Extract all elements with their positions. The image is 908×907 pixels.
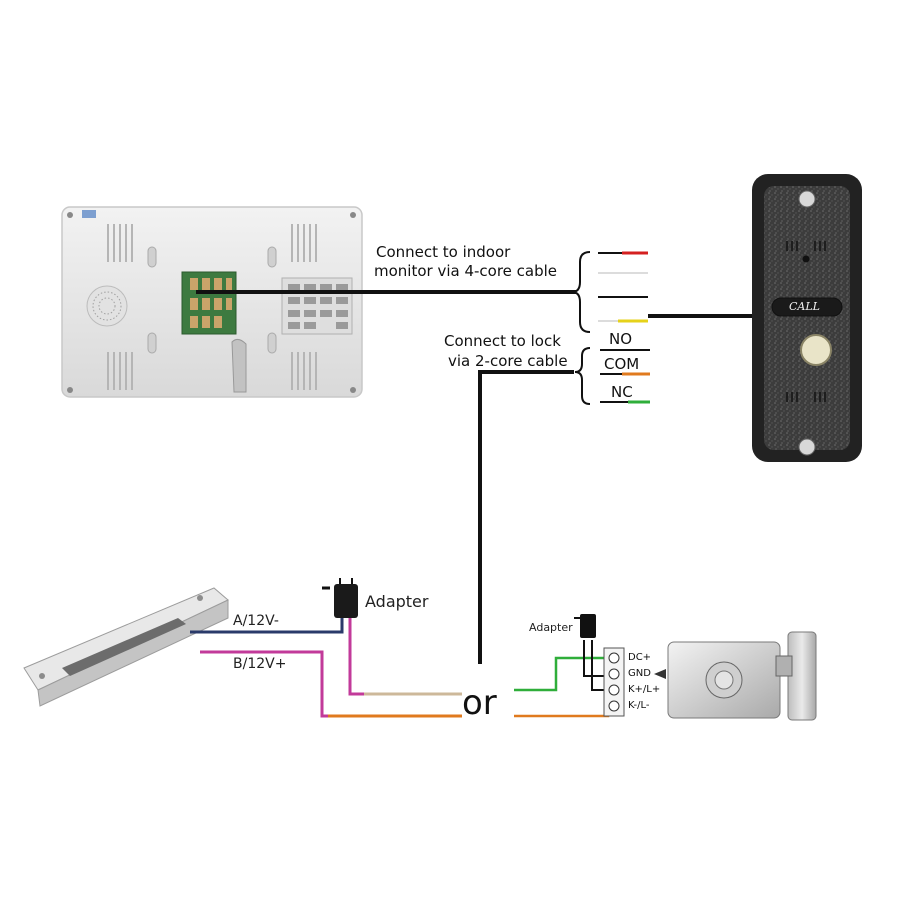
mag-lock-wires (190, 618, 462, 718)
lock-bracket (574, 347, 591, 405)
monitor-connector-board (181, 271, 237, 335)
four-core-wires (598, 251, 648, 323)
magnetic-lock (23, 587, 229, 707)
electric-rim-lock (667, 631, 817, 721)
terminal-nc-label: NC (611, 383, 633, 401)
monitor-spec-label (281, 277, 353, 335)
lock-cable (478, 370, 574, 664)
lock-terminal-wires (600, 349, 650, 404)
wire-b-label: B/12V+ (233, 656, 287, 672)
adapter-small-icon (574, 614, 596, 638)
adapter-small-label: Adapter (529, 621, 573, 634)
lock-terminal-k-minus: K-/L- (628, 700, 650, 711)
lock-cable-label-line2: via 2-core cable (448, 352, 568, 370)
adapter-large-label: Adapter (365, 592, 429, 611)
outdoor-call-panel (752, 174, 862, 462)
terminal-no-label: NO (609, 330, 633, 348)
call-button-icon (800, 334, 832, 366)
monitor-cable-label-line1: Connect to indoor (376, 243, 511, 261)
monitor-cable-label-line2: monitor via 4-core cable (374, 262, 558, 280)
wire-a-label: A/12V- (233, 613, 279, 629)
or-label: or (462, 683, 497, 723)
lock-terminal-k-plus: K+/L+ (628, 684, 661, 695)
speaker-grille-icon (86, 285, 128, 327)
call-button-label: CALL (789, 300, 820, 313)
adapter-large-icon (322, 578, 358, 618)
monitor-bracket (571, 251, 591, 333)
lock-terminal-dc-plus: DC+ (628, 652, 652, 663)
camera-lens-icon (802, 255, 810, 263)
lock-terminal-block (603, 647, 666, 717)
indoor-monitor (61, 206, 363, 398)
terminal-com-label: COM (604, 355, 640, 373)
lock-cable-label-line1: Connect to lock (444, 332, 561, 350)
lock-terminal-gnd: GND (628, 668, 651, 679)
pointer-arrow-icon (654, 669, 666, 679)
electric-lock-wires (514, 640, 610, 718)
